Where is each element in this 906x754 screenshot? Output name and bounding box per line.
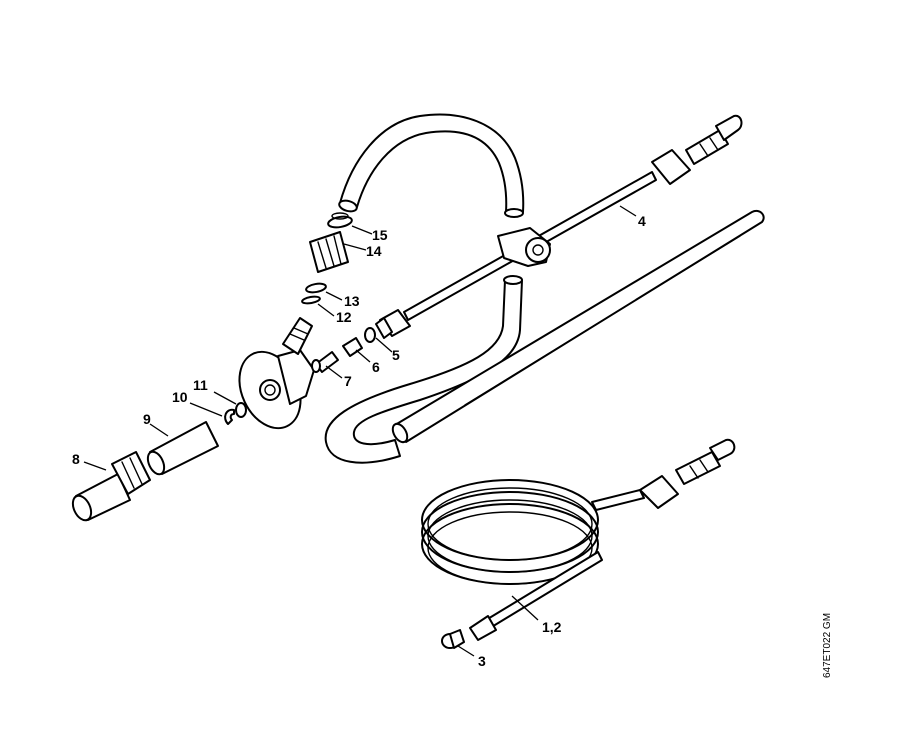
- lance-tube: [391, 210, 765, 444]
- part-15-hose-clip: [327, 212, 353, 229]
- label-6: 6: [372, 359, 380, 375]
- label-9: 9: [143, 411, 151, 427]
- label-3: 3: [478, 653, 486, 669]
- curved-pipe-lower: [324, 275, 523, 464]
- part-14-knurled-nut: [309, 231, 349, 273]
- label-4: 4: [638, 213, 646, 229]
- label-1-2: 1,2: [542, 619, 562, 635]
- part-5-o-ring: [364, 327, 376, 343]
- leader-lines: [83, 205, 637, 657]
- label-12: 12: [336, 309, 352, 325]
- curved-pipe-upper: [338, 113, 525, 218]
- part-12-o-ring: [301, 295, 321, 305]
- drawing-code: 647ET022 GM: [822, 613, 833, 678]
- label-15: 15: [372, 227, 388, 243]
- label-14: 14: [366, 243, 382, 259]
- part-4-lance-rod: [375, 114, 743, 339]
- spray-head-body: [238, 317, 315, 430]
- label-8: 8: [72, 451, 80, 467]
- part-7-screw: [311, 351, 339, 373]
- part-8-nozzle: [71, 451, 151, 522]
- part-11-o-ring: [235, 402, 247, 418]
- part-3-cap: [441, 629, 465, 649]
- part-1-2-hose: [421, 438, 736, 641]
- label-11: 11: [193, 377, 208, 393]
- part-6-nipple: [342, 337, 363, 357]
- part-13-o-ring: [305, 282, 327, 294]
- part-10-circlip: [224, 408, 235, 425]
- label-13: 13: [344, 293, 360, 309]
- label-5: 5: [392, 347, 400, 363]
- label-7: 7: [344, 373, 352, 389]
- label-10: 10: [172, 389, 188, 405]
- part-9-tube: [146, 421, 219, 476]
